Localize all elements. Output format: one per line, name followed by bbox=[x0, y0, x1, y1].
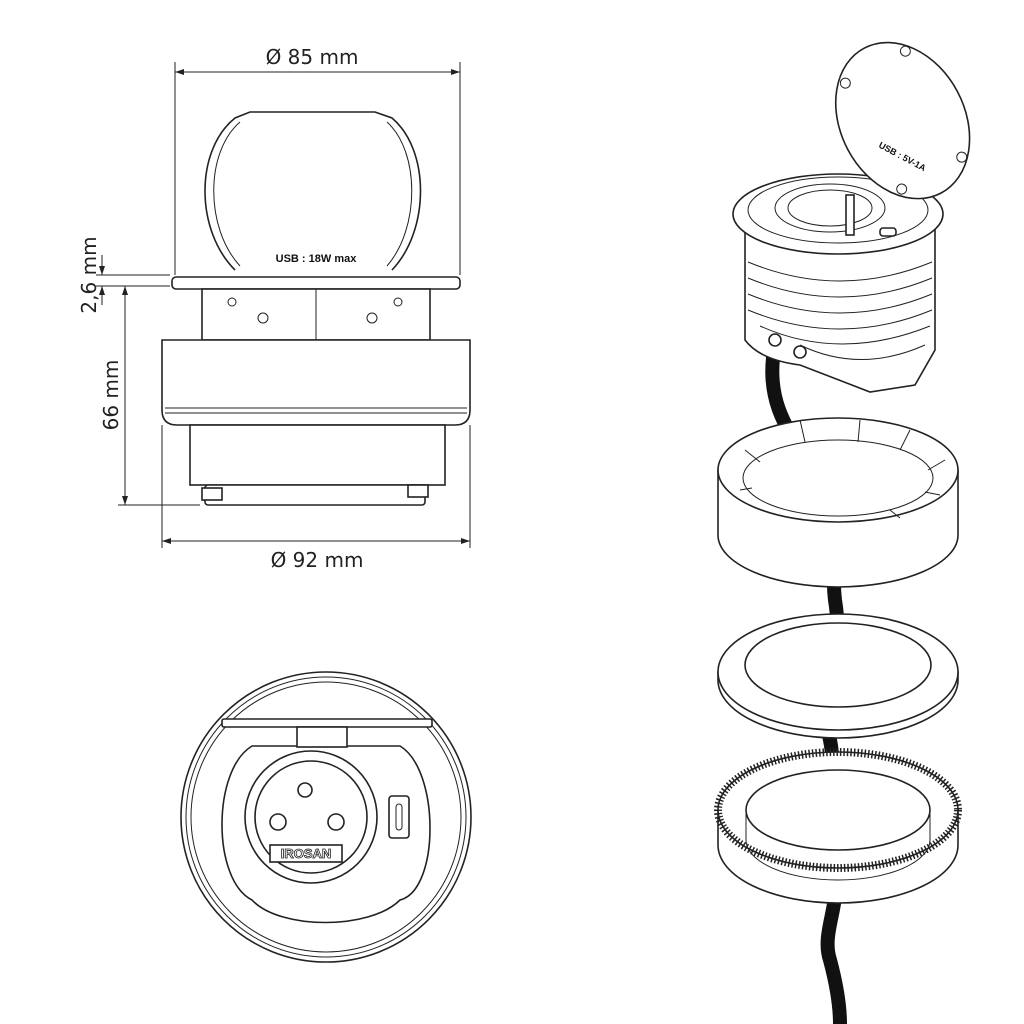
dimension-plate-thickness: 2,6 mm bbox=[77, 236, 101, 313]
lid-iso bbox=[834, 41, 971, 200]
usb-c-port bbox=[388, 795, 410, 839]
exploded-view: USB : 5V-1A bbox=[714, 41, 971, 1024]
earth-pin-hole bbox=[297, 782, 313, 798]
earth-pin bbox=[845, 194, 855, 236]
front-view: Ø 85 mm USB : 18W max 2,6 mm 66 mm Ø 92 … bbox=[77, 45, 471, 572]
housing-ring bbox=[161, 339, 471, 426]
top-view: IROSAN bbox=[180, 671, 472, 963]
socket-body-iso bbox=[744, 229, 936, 393]
dimension-bottom-diameter: Ø 92 mm bbox=[271, 548, 364, 572]
dimension-top-diameter: Ø 85 mm bbox=[266, 45, 359, 69]
lid-hinge bbox=[221, 718, 433, 728]
dimension-height: 66 mm bbox=[99, 360, 123, 431]
socket-face bbox=[254, 760, 368, 874]
lid-flap bbox=[204, 111, 422, 271]
bottom-base bbox=[204, 484, 426, 506]
brand-label: IROSAN bbox=[281, 846, 332, 861]
front-usb-label: USB : 18W max bbox=[276, 253, 358, 265]
top-plate bbox=[171, 276, 461, 290]
brand-plate bbox=[269, 844, 343, 863]
lower-body bbox=[189, 424, 446, 486]
